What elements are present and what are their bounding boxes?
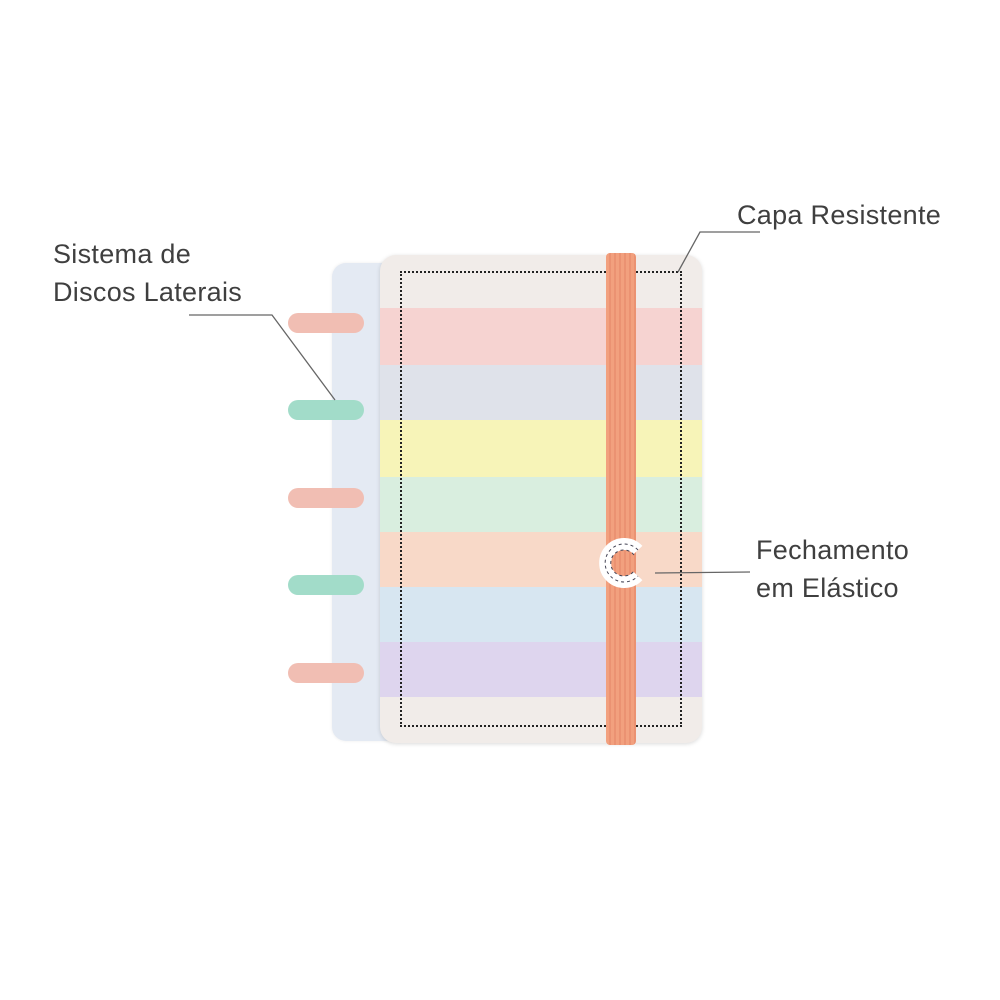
disc-ring <box>288 488 364 508</box>
notebook-cover <box>380 255 702 743</box>
stripe-lavender <box>380 642 702 697</box>
stripe-pink <box>380 308 702 365</box>
stripe-green <box>380 477 702 532</box>
callout-disc-system: Sistema de Discos Laterais <box>53 235 242 311</box>
callout-line: Capa Resistente <box>737 200 942 230</box>
disc-ring <box>288 400 364 420</box>
c-logo-clip-icon <box>599 538 643 588</box>
disc-ring <box>288 663 364 683</box>
callout-line: Sistema de <box>53 239 192 269</box>
disc-ring <box>288 313 364 333</box>
stripe-peach <box>380 532 702 587</box>
cover-stitching <box>400 271 682 727</box>
callout-line: Discos Laterais <box>53 277 243 307</box>
callout-resistant-cover: Capa Resistente <box>737 196 941 234</box>
callout-elastic-closure: Fechamento em Elástico <box>756 531 909 607</box>
disc-ring <box>288 575 364 595</box>
callout-line: em Elástico <box>756 573 899 603</box>
callout-line: Fechamento <box>756 535 910 565</box>
stripe-blue <box>380 587 702 642</box>
stripe-gray <box>380 365 702 420</box>
elastic-band <box>606 253 636 745</box>
stripe-yellow <box>380 420 702 477</box>
